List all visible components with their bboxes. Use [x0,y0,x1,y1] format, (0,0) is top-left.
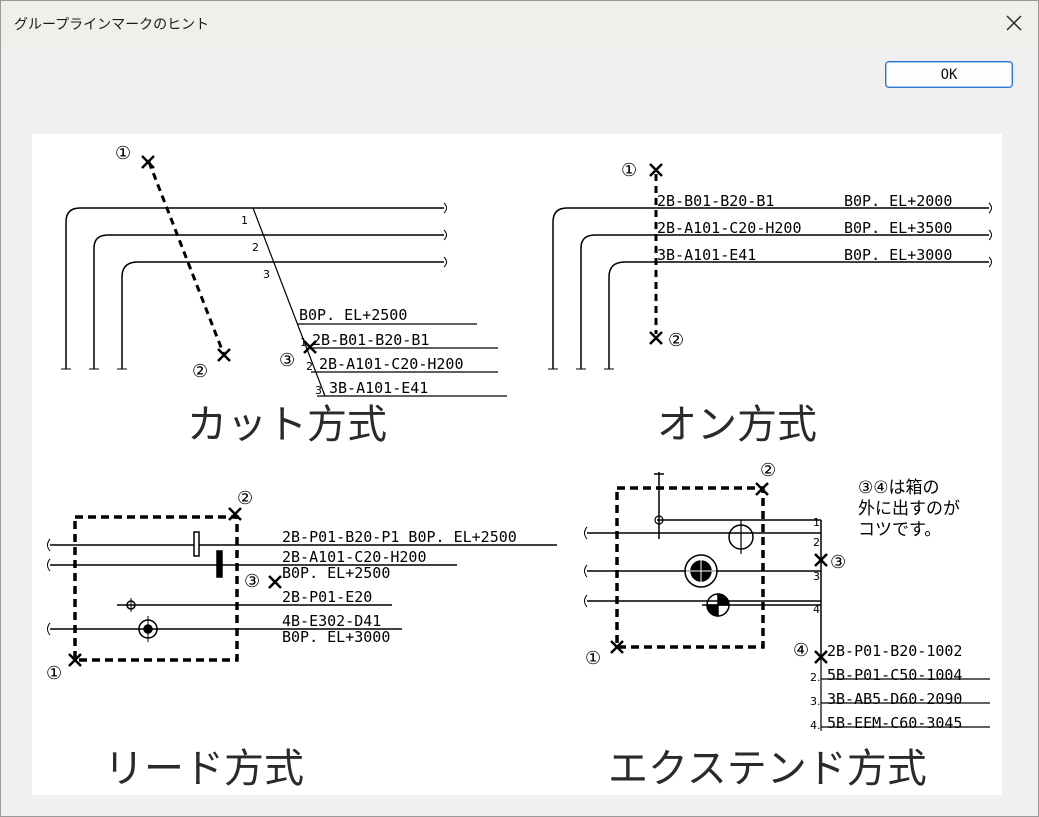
cut-marker-2: ② [192,361,208,382]
on-elevation-2: B0P. EL+3500 [844,219,952,237]
extend-label-1: 2B-P01-B20-1002 [827,642,962,660]
cut-pipe-1 [65,207,444,369]
lead-marker-3: ③ [244,571,260,592]
extend-line-number-3: 3 [813,570,820,583]
cut-label-prefix-1: 1. [300,336,311,349]
extend-label-2: 5B-P01-C50-1004 [827,666,962,684]
dialog-title: グループラインマークのヒント [14,17,210,33]
on-label-1: 2B-B01-B20-B1 [657,192,774,210]
hint-diagram: ① ② ③ 1 2 3 B0P. EL+2500 1. 2B-B01-B20-B… [46,143,992,792]
on-pipe-3 [608,261,989,369]
extend-marker-2: ② [760,460,776,481]
cut-pipe-3 [121,261,444,369]
lead-label-4: 2B-P01-E20 [282,588,372,606]
lead-group-box [73,515,239,662]
cut-x-marks [141,155,317,362]
extend-line-number-1: 1 [813,516,820,529]
on-elevation-3: B0P. EL+3000 [844,246,952,264]
cut-label-prefix-3: 3. [315,384,326,397]
on-pipe-2 [580,234,989,369]
extend-method-title: エクステンド方式 [608,746,927,792]
cut-pipe-2 [93,234,444,369]
on-x-marks [649,163,663,345]
lead-label-5: 4B-E302-D41 [282,612,381,630]
hint-illustration: ① ② ③ 1 2 3 B0P. EL+2500 1. 2B-B01-B20-B… [32,134,1002,795]
on-marker-2: ② [668,330,684,351]
lead-method-panel [47,507,557,667]
on-method-title: オン方式 [657,402,817,448]
extend-note-line-3: コツです。 [858,520,941,540]
extend-label-prefix-2: 2. [810,671,821,684]
cut-label-2: 2B-A101-C20-H200 [319,355,464,373]
cut-group-line [147,161,226,356]
cut-method-title: カット方式 [187,402,387,448]
ok-button[interactable]: OK [885,61,1013,88]
cut-line-number-1: 1 [241,214,248,227]
lead-marker-2: ② [237,488,253,509]
on-elevation-1: B0P. EL+2000 [844,192,952,210]
on-marker-1: ① [621,160,637,181]
lead-pipes [50,544,557,630]
extend-marker-4: ④ [793,640,809,661]
cut-leader-line [252,207,326,397]
on-method-panel [548,163,992,370]
lead-label-3: B0P. EL+2500 [282,564,390,582]
extend-group-box [615,486,765,649]
close-icon [1006,15,1022,31]
lead-marker-1: ① [46,663,62,684]
extend-note-line-2: 外に出すのが [858,499,960,519]
on-label-2: 2B-A101-C20-H200 [657,219,802,237]
title-bar: グループラインマークのヒント [1,1,1038,47]
lead-label-2: 2B-A101-C20-H200 [282,548,427,566]
extend-note-line-1: ③④は箱の [858,478,939,498]
extend-method-panel [584,472,990,731]
extend-line-number-2: 2 [813,536,820,549]
on-pipe-1 [552,207,989,369]
extend-marker-1: ① [585,648,601,669]
extend-label-prefix-4: 4. [810,719,821,732]
cut-label-1: 2B-B01-B20-B1 [312,331,429,349]
extend-label-3: 3B-AB5-D60-2090 [827,690,962,708]
lead-label-6: B0P. EL+3000 [282,628,390,646]
extend-label-prefix-3: 3. [810,695,821,708]
lead-x-marks [68,507,282,667]
lead-method-title: リード方式 [104,746,304,792]
extend-marker-3: ③ [830,552,846,573]
cut-label-3: 3B-A101-E41 [329,379,428,397]
cut-label-prefix-2: 2. [306,360,317,373]
on-label-3: 3B-A101-E41 [657,246,756,264]
close-button[interactable] [996,5,1032,41]
cut-marker-1: ① [115,143,131,164]
cut-line-number-2: 2 [252,241,259,254]
cut-elevation: B0P. EL+2500 [299,306,407,324]
cut-line-number-3: 3 [263,268,270,281]
cut-method-panel [61,155,507,397]
lead-label-1: 2B-P01-B20-P1 B0P. EL+2500 [282,528,517,546]
extend-x-marks [610,482,828,664]
cut-marker-3: ③ [279,350,295,371]
extend-line-number-4: 4 [813,603,820,616]
extend-label-4: 5B-EEM-C60-3045 [827,714,962,732]
